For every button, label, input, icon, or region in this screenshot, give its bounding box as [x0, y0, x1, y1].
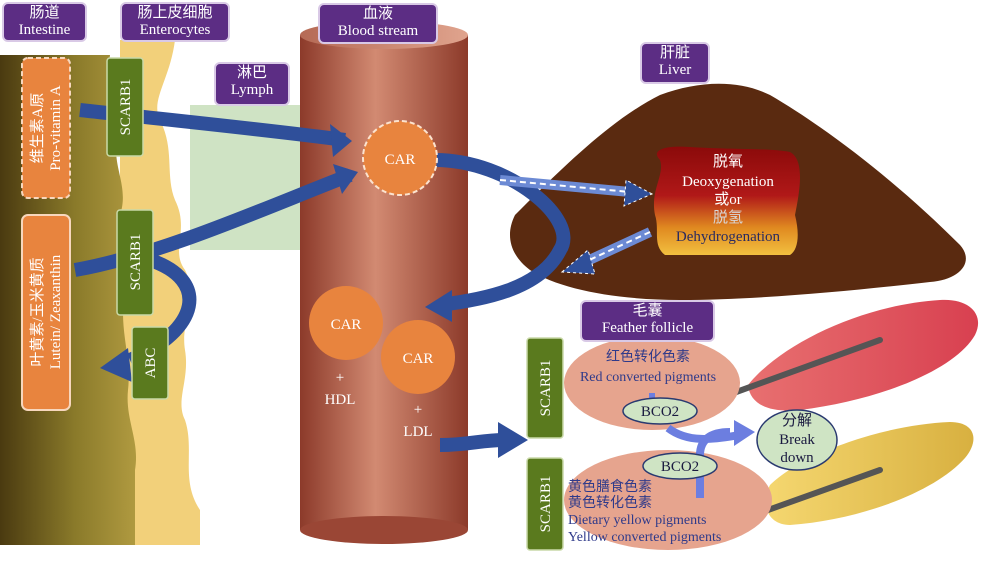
enterocytes-label-zh: 肠上皮细胞: [137, 5, 213, 21]
yellow-pigment-en1: Dietary yellow pigments: [568, 513, 706, 528]
car-circle-top: [362, 120, 438, 196]
arrowhead-4: [100, 348, 132, 382]
liver-label-zh: 肝脏: [659, 45, 690, 61]
dashed-arrows-liver: [499, 175, 654, 275]
bco2-label-top: BCO2: [641, 404, 679, 420]
arrowhead-2: [333, 164, 358, 194]
provitamin-en: Pro-vitamin A: [48, 85, 64, 171]
liver-process-box: [653, 146, 800, 255]
scarb1-label-mid: SCARB1: [128, 234, 144, 291]
bco2-ellipse-bottom: [642, 452, 718, 480]
lutein-box: [21, 214, 71, 411]
scarb1-box-top: [106, 57, 144, 157]
yellow-pigment-en2: Yellow converted pigments: [568, 530, 721, 545]
arrow-lutein-to-car: [73, 168, 353, 277]
red-pigment-en: Red converted pigments: [580, 370, 716, 385]
arrowhead-1: [330, 124, 352, 157]
deoxy-en: Deoxygenation: [682, 174, 774, 190]
scarb1-label-red: SCARB1: [538, 360, 554, 417]
deoxy-zh: 脱氧: [713, 153, 743, 170]
breakdown-en2: down: [780, 450, 814, 466]
car-label-ldl: CAR: [403, 351, 434, 367]
lymph-label: 淋巴 Lymph: [214, 62, 290, 106]
blood-label-zh: 血液: [362, 6, 393, 22]
liver-label: 肝脏 Liver: [640, 42, 710, 84]
arrowhead-3: [425, 290, 452, 322]
ldl-label: LDL: [403, 424, 432, 440]
arrowhead-5: [498, 422, 528, 458]
dehydro-zh: 脱氢: [713, 209, 743, 226]
blood-label-en: Blood stream: [337, 23, 419, 39]
follicle-label-zh: 毛囊: [632, 303, 663, 319]
car-label-top: CAR: [385, 152, 416, 168]
plus-ldl: +: [414, 402, 422, 418]
car-circle-ldl: [381, 320, 455, 394]
plus-hdl: +: [336, 370, 344, 386]
red-pigment-zone: [564, 336, 740, 430]
vessel-bottom: [300, 516, 468, 544]
dehydro-en: Dehydrogenation: [676, 229, 781, 245]
provitamin-zh: 维生素A原: [29, 93, 46, 164]
scarb1-box-red: [526, 337, 564, 439]
arrow-to-follicle: [439, 433, 506, 452]
intestine-label-zh: 肠道: [29, 5, 60, 21]
scarb1-box-mid: [116, 209, 154, 316]
scarb1-box-yellow: [526, 457, 564, 551]
follicle-label-en: Feather follicle: [601, 320, 694, 336]
provitamin-box: [21, 57, 71, 199]
car-label-hdl: CAR: [331, 317, 362, 333]
yellow-pigment-zh2: 黄色转化色素: [568, 494, 652, 511]
intestine-label-en: Intestine: [18, 22, 71, 38]
liver-label-en: Liver: [658, 62, 692, 78]
hdl-label: HDL: [325, 392, 356, 408]
enterocytes-label: 肠上皮细胞 Enterocytes: [120, 2, 230, 42]
scarb1-label-yellow: SCARB1: [538, 476, 554, 533]
follicle-label: 毛囊 Feather follicle: [580, 300, 715, 342]
arrow-car-loop-liver: [434, 153, 571, 312]
red-pigment-zh: 红色转化色素: [606, 348, 690, 365]
yellow-pigment-zone: [564, 450, 772, 550]
lutein-zh: 叶黄素/玉米黄质: [29, 257, 46, 366]
red-feather-shaft: [725, 337, 883, 398]
bco2-ellipse-top: [622, 397, 698, 425]
car-circle-hdl: [309, 286, 383, 360]
intestine-label: 肠道 Intestine: [2, 2, 87, 42]
lymph-label-zh: 淋巴: [236, 65, 267, 81]
lutein-en: Lutein/ Zeaxanthin: [48, 254, 64, 369]
abc-label: ABC: [143, 348, 159, 379]
blood-label: 血液 Blood stream: [318, 3, 438, 44]
breakdown-en1: Break: [779, 432, 815, 448]
enterocytes-label-en: Enterocytes: [139, 22, 211, 38]
lymph-label-en: Lymph: [230, 82, 274, 98]
or-label: 或or: [714, 191, 742, 208]
blood-vessel: [300, 35, 468, 530]
breakdown-ellipse: [756, 409, 838, 471]
bco2-label-bottom: BCO2: [661, 459, 699, 475]
yellow-pigment-zh1: 黄色膳食色素: [568, 478, 652, 495]
red-feather: [748, 299, 979, 411]
abc-box: [131, 326, 169, 400]
scarb1-label-top: SCARB1: [118, 79, 134, 136]
breakdown-zh: 分解: [782, 412, 812, 429]
